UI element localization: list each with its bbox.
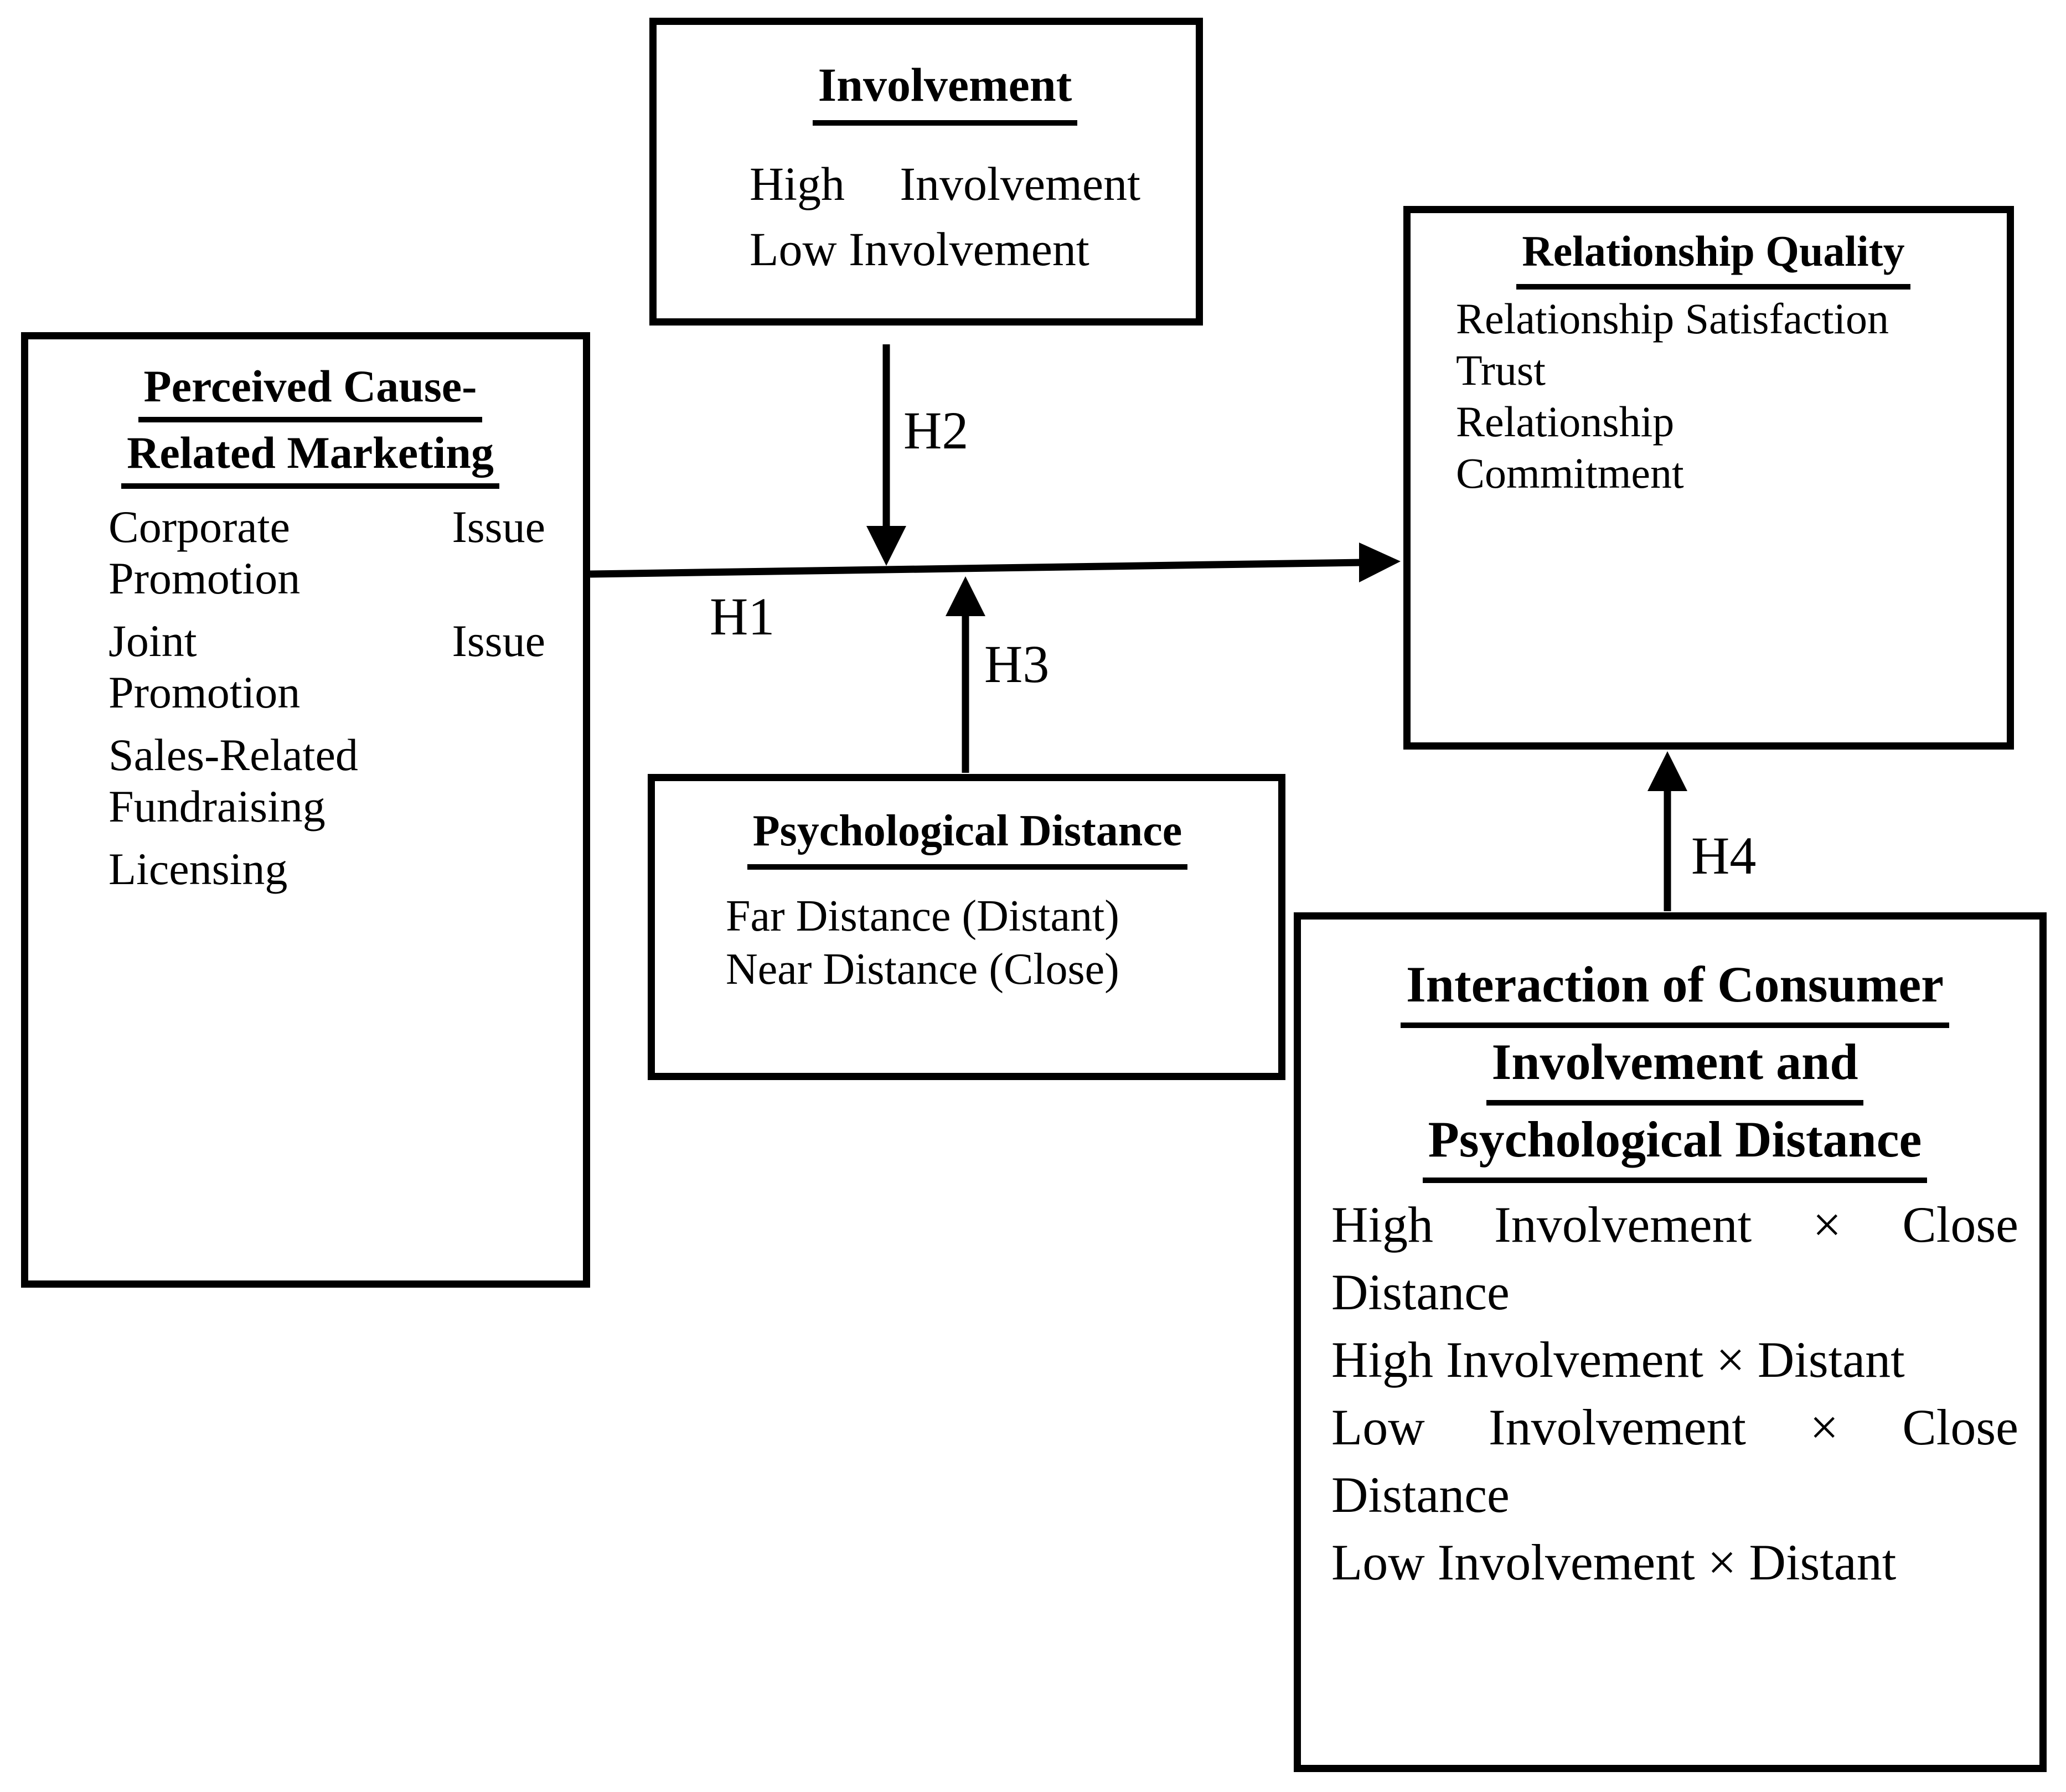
- perceived-item-corporate-cont: Promotion: [109, 553, 301, 603]
- relationship-item-trust: Trust: [1456, 346, 1546, 394]
- interaction-item-highclose: High Involvement × Close: [1331, 1196, 2018, 1253]
- relationship-item-commitment-line2: Commitment: [1456, 449, 1684, 497]
- perceived-item-corporate: Corporate Issue Promotion: [109, 501, 545, 604]
- involvement-item-high-word1: High: [750, 157, 845, 210]
- interaction-box: Interaction of Consumer Involvement and …: [1294, 912, 2047, 1772]
- involvement-item-low: Low Involvement: [750, 223, 1089, 276]
- h3-label: H3: [984, 634, 1050, 694]
- perceived-item-corporate-word1: Corporate: [109, 502, 290, 552]
- involvement-box: Involvement High Involvement Low Involve…: [649, 18, 1203, 326]
- psychological-item-far: Far Distance (Distant): [726, 892, 1119, 941]
- perceived-item-licensing: Licensing: [109, 844, 288, 894]
- h4-label: H4: [1691, 826, 1757, 885]
- h1-label: H1: [710, 587, 775, 646]
- psychological-distance-title: Psychological Distance: [687, 802, 1248, 870]
- perceived-crm-title-line2: Related Marketing: [121, 427, 499, 489]
- psychological-distance-box: Psychological Distance Far Distance (Dis…: [648, 774, 1285, 1080]
- relationship-quality-title: Relationship Quality: [1434, 223, 1993, 290]
- interaction-title-line1: Interaction of Consumer: [1401, 951, 1949, 1028]
- relationship-item-satisfaction: Relationship Satisfaction: [1456, 295, 1889, 343]
- involvement-item-high-word2: Involvement: [900, 157, 1140, 210]
- interaction-item-highclose-cont: Distance: [1331, 1264, 1510, 1320]
- perceived-item-corporate-word2: Issue: [452, 502, 545, 552]
- h1-arrow-line: [590, 559, 1363, 578]
- perceived-item-joint-cont: Promotion: [109, 667, 301, 717]
- relationship-quality-title-text: Relationship Quality: [1516, 223, 1910, 290]
- involvement-title-text: Involvement: [812, 54, 1078, 126]
- perceived-item-sales-line2: Fundraising: [109, 781, 326, 832]
- interaction-title: Interaction of Consumer Involvement and …: [1331, 951, 2018, 1183]
- perceived-crm-box: Perceived Cause- Related Marketing Corpo…: [21, 332, 590, 1288]
- perceived-crm-title: Perceived Cause- Related Marketing: [75, 360, 545, 493]
- interaction-title-line2: Involvement and: [1486, 1028, 1864, 1106]
- interaction-title-line3: Psychological Distance: [1422, 1106, 1928, 1183]
- perceived-item-sales: Sales-Related Fundraising: [109, 729, 545, 832]
- psychological-item-near: Near Distance (Close): [726, 945, 1119, 994]
- perceived-item-joint-word1: Joint: [109, 616, 197, 666]
- psychological-distance-title-text: Psychological Distance: [747, 802, 1188, 870]
- interaction-item-highdistant: High Involvement × Distant: [1331, 1331, 1905, 1388]
- interaction-item-lowclose: Low Involvement × Close: [1331, 1399, 2018, 1455]
- perceived-item-sales-line1: Sales-Related: [109, 730, 358, 780]
- involvement-title: Involvement: [750, 54, 1140, 126]
- involvement-item-high: High Involvement: [750, 151, 1140, 216]
- h2-arrowhead: [866, 526, 906, 566]
- relationship-quality-box: Relationship Quality Relationship Satisf…: [1403, 206, 2014, 750]
- h1-arrowhead: [1359, 543, 1401, 582]
- h4-arrowhead: [1647, 751, 1687, 791]
- h3-arrowhead: [946, 576, 985, 616]
- interaction-item-lowdistant: Low Involvement × Distant: [1331, 1534, 1897, 1590]
- relationship-item-commitment-line1: Relationship: [1456, 397, 1675, 446]
- interaction-item-lowclose-cont: Distance: [1331, 1466, 1510, 1523]
- h2-label: H2: [903, 401, 969, 460]
- perceived-item-joint-word2: Issue: [452, 616, 545, 666]
- perceived-crm-title-line1: Perceived Cause-: [138, 360, 483, 422]
- perceived-item-joint: Joint Issue Promotion: [109, 615, 545, 718]
